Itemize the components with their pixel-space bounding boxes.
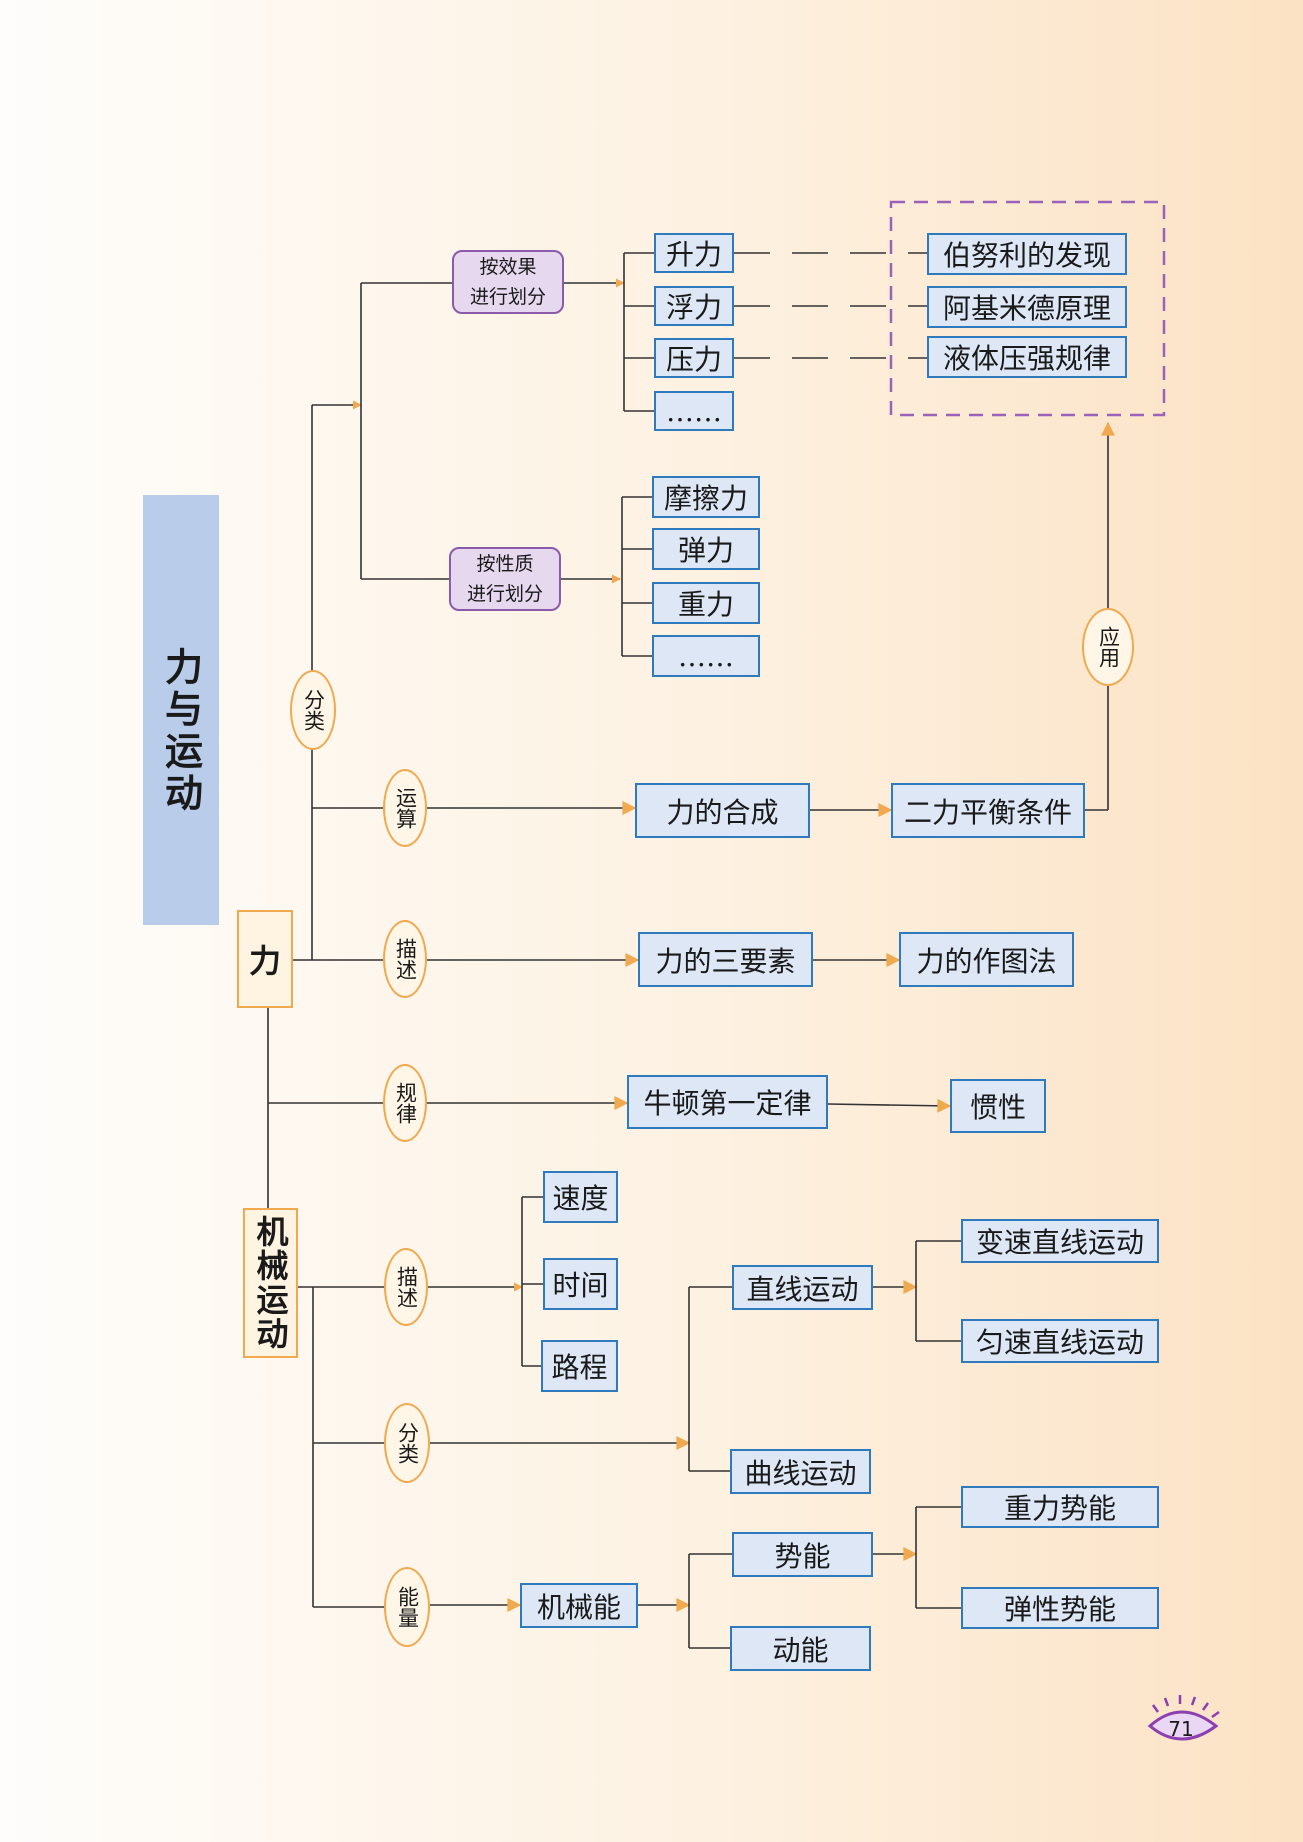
eye-icon bbox=[1147, 1695, 1220, 1741]
node-speed: 速度 bbox=[543, 1171, 618, 1223]
node-uniform-linear-motion: 匀速直线运动 bbox=[961, 1319, 1159, 1363]
node-newton-first-law: 牛顿第一定律 bbox=[627, 1075, 828, 1129]
title-bar: 力与运动 bbox=[143, 495, 219, 925]
page-number: 71 bbox=[1168, 1717, 1194, 1741]
node-time: 时间 bbox=[543, 1258, 618, 1310]
node-force-composition: 力的合成 bbox=[635, 783, 810, 838]
node-force-diagram: 力的作图法 bbox=[899, 932, 1074, 987]
node-nature-more: …… bbox=[652, 635, 760, 677]
category-by-nature: 按性质 进行划分 bbox=[449, 547, 561, 611]
node-curvilinear-motion: 曲线运动 bbox=[730, 1449, 871, 1494]
node-kinetic-energy: 动能 bbox=[730, 1626, 871, 1671]
node-potential-energy: 势能 bbox=[732, 1532, 873, 1577]
oval-describe-motion: 描述 bbox=[384, 1248, 428, 1326]
oval-describe-force: 描述 bbox=[383, 920, 427, 998]
oval-classify-motion: 分类 bbox=[384, 1403, 430, 1483]
node-gravitational-pe: 重力势能 bbox=[961, 1486, 1159, 1528]
node-balance-condition: 二力平衡条件 bbox=[891, 783, 1085, 838]
node-bernoulli: 伯努利的发现 bbox=[927, 233, 1127, 275]
node-variable-linear-motion: 变速直线运动 bbox=[961, 1219, 1159, 1263]
root-force: 力 bbox=[237, 910, 293, 1008]
connector-34 bbox=[827, 1098, 952, 1113]
node-three-elements: 力的三要素 bbox=[638, 932, 813, 987]
node-mechanical-energy: 机械能 bbox=[520, 1583, 638, 1628]
oval-operation: 运算 bbox=[383, 769, 427, 847]
node-effect-more: …… bbox=[654, 391, 734, 431]
node-distance: 路程 bbox=[541, 1340, 618, 1392]
oval-application: 应用 bbox=[1082, 608, 1134, 686]
node-elastic-pe: 弹性势能 bbox=[961, 1587, 1159, 1629]
oval-energy: 能量 bbox=[384, 1567, 430, 1647]
node-elastic-force: 弹力 bbox=[652, 528, 760, 570]
root-mechanical-motion: 机械运动 bbox=[243, 1208, 298, 1358]
node-pressure: 压力 bbox=[654, 338, 734, 378]
node-gravity: 重力 bbox=[652, 582, 760, 624]
node-liquid-pressure: 液体压强规律 bbox=[927, 336, 1127, 378]
category-by-effect: 按效果 进行划分 bbox=[452, 250, 564, 314]
page-title: 力与运动 bbox=[158, 647, 203, 815]
node-linear-motion: 直线运动 bbox=[732, 1265, 873, 1310]
applications-frame bbox=[889, 200, 1166, 417]
node-friction: 摩擦力 bbox=[652, 476, 760, 518]
node-archimedes: 阿基米德原理 bbox=[927, 286, 1127, 328]
node-lift: 升力 bbox=[654, 233, 734, 273]
node-buoyancy: 浮力 bbox=[654, 286, 734, 326]
oval-classify-force: 分类 bbox=[290, 670, 336, 750]
oval-law: 规律 bbox=[383, 1064, 427, 1142]
node-inertia: 惯性 bbox=[950, 1079, 1046, 1133]
